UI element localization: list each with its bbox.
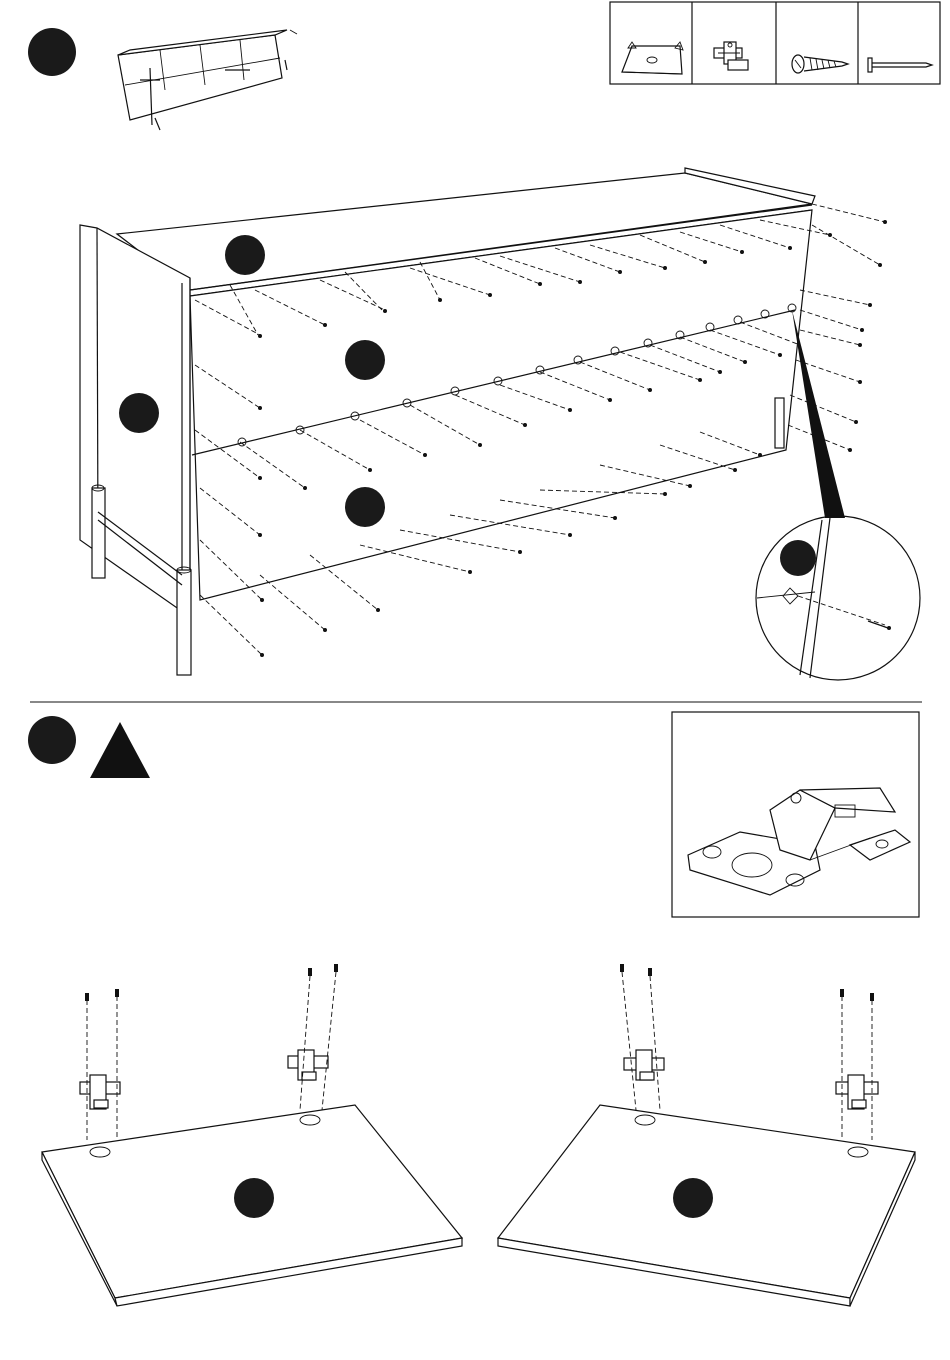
part-badge-top (225, 235, 265, 275)
part-badge-door-left (234, 1178, 274, 1218)
part-badge-door-right (673, 1178, 713, 1218)
door-hinges (80, 964, 878, 1140)
screw-icon (792, 55, 848, 73)
step-badge-2 (28, 716, 76, 764)
leg-back (92, 485, 105, 578)
hinge-icon (714, 42, 748, 70)
part-badge-detail (780, 540, 816, 576)
cabinet-thumbnail (118, 30, 297, 130)
part-badge-back-upper (345, 340, 385, 380)
nail-icon (868, 58, 932, 72)
part-badge-back-lower (345, 487, 385, 527)
hinge-icon (80, 1075, 120, 1109)
hinge-detail-icon (688, 788, 910, 895)
hinge-detail-box (672, 712, 919, 917)
leg-right (775, 398, 784, 448)
warning-triangle-icon (90, 722, 150, 778)
hardware-box (610, 2, 940, 84)
door-left (42, 1105, 462, 1306)
part-badge-side (119, 393, 159, 433)
hinge-icon (288, 1050, 328, 1080)
cabinet-main (80, 168, 815, 675)
corner-plate-icon (622, 42, 683, 74)
step-badge-1 (28, 28, 76, 76)
door-right (498, 1105, 915, 1306)
